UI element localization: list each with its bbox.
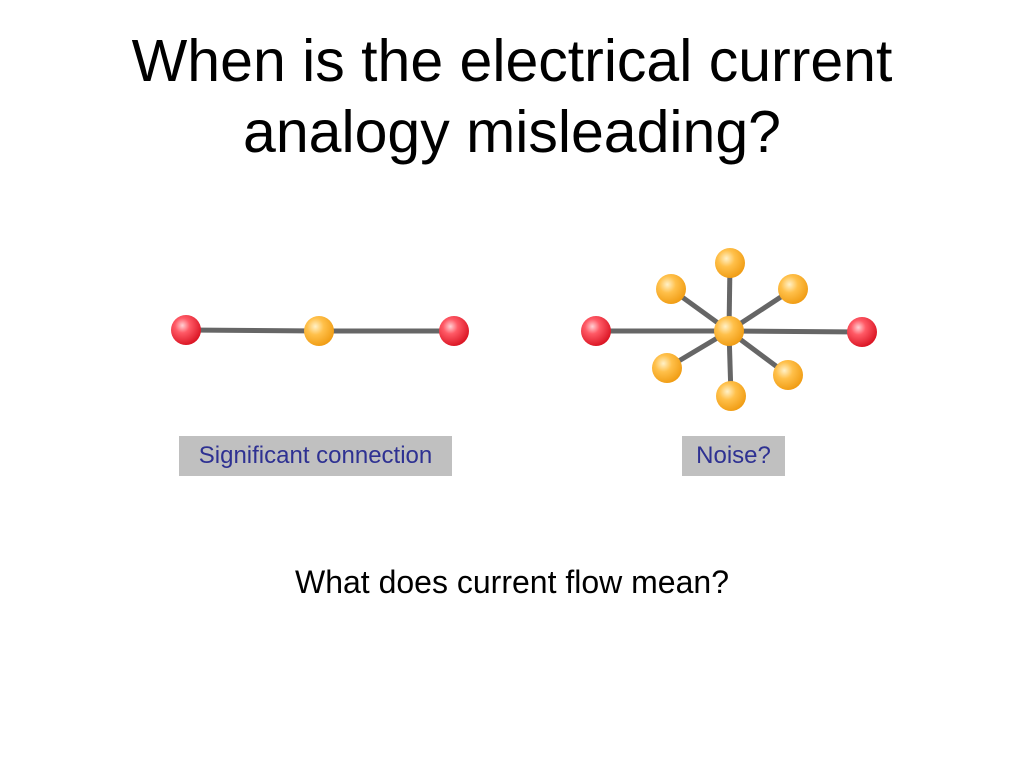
- simple-endpoint-node-right: [439, 316, 469, 346]
- star-endpoint-node-right: [847, 317, 877, 347]
- star-node-bottom: [716, 381, 746, 411]
- slide-title-line-2: analogy misleading?: [243, 99, 781, 165]
- star-node-top: [715, 248, 745, 278]
- star-endpoint-node-left: [581, 316, 611, 346]
- star-node-bottom-left: [652, 353, 682, 383]
- question-text: What does current flow mean?: [295, 564, 729, 600]
- simple-endpoint-node-left: [171, 315, 201, 345]
- star-node-top-right: [778, 274, 808, 304]
- noise-label: Noise?: [682, 436, 785, 476]
- slide-title-line-1: When is the electrical current: [131, 28, 893, 94]
- significant-connection-label: Significant connection: [179, 436, 452, 476]
- star-hub-node: [714, 316, 744, 346]
- star-node-top-left: [656, 274, 686, 304]
- star-edge-right: [728, 328, 863, 335]
- simple-edge-left: [185, 327, 320, 334]
- star-network-diagram: [581, 248, 877, 411]
- slide-title: When is the electrical current analogy m…: [0, 26, 1024, 168]
- simple-connection-diagram: [171, 315, 469, 346]
- simple-middle-node: [304, 316, 334, 346]
- star-node-bottom-right: [773, 360, 803, 390]
